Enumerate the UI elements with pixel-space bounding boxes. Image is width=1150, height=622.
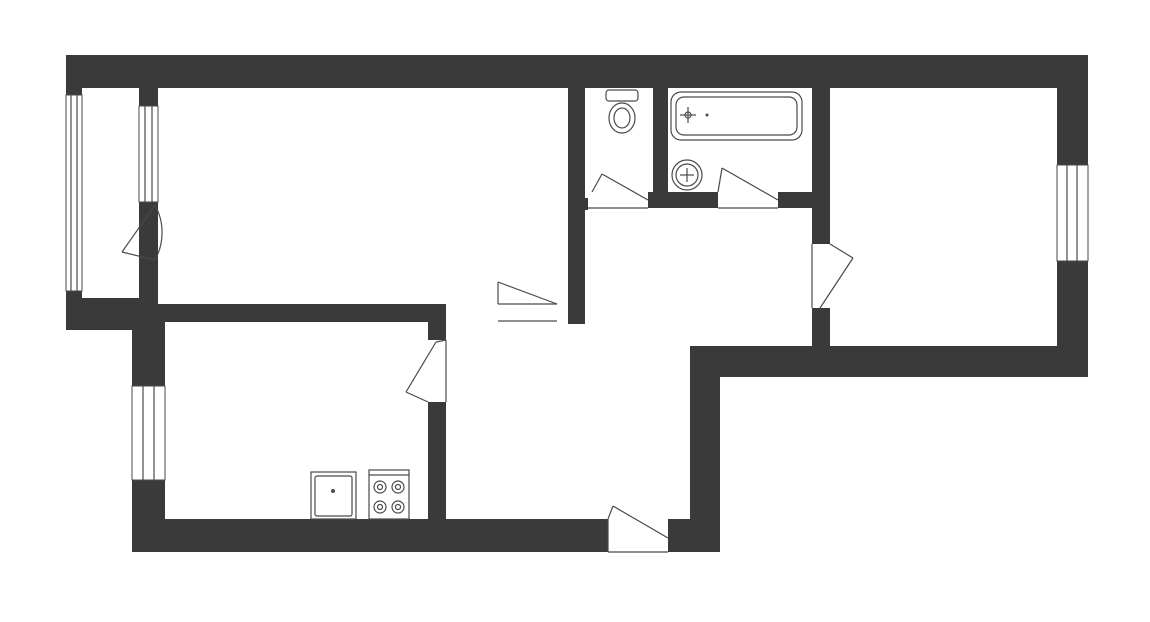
wall-bath-bedroom [812,88,830,244]
toilet-icon [605,89,639,134]
door-loggia [121,204,163,261]
wall-bedroom-bottom [690,346,1088,377]
door-bathroom [717,167,779,209]
door-toilet [588,173,649,209]
windows [65,94,1089,481]
wall-hallway-right [690,346,720,552]
window-kitchen [131,385,166,481]
walls [66,55,1088,552]
wall-wc-bottom-mid [648,192,718,208]
door-living [497,281,558,322]
window-living [138,105,159,203]
washbasin-icon [671,159,703,191]
wall-top [66,55,1088,88]
wall-kitchen-right-lower [428,402,446,532]
stove-icon [368,469,410,520]
window-bedroom [1056,164,1089,262]
wall-toilet-bath [653,88,668,208]
door-bedroom [811,243,854,309]
wall-kitchen-right [428,320,446,340]
doors [121,167,854,553]
door-kitchen [405,339,447,403]
kitchen-sink-icon [310,471,357,520]
window-loggia [65,94,83,292]
wall-bedroom-left-lower [812,308,830,348]
wall-living-kitchen [139,304,446,322]
door-entrance [607,505,669,553]
bathtub-icon [670,91,803,141]
wall-bottom [132,519,608,552]
wall-hallway-top-left [568,198,588,210]
